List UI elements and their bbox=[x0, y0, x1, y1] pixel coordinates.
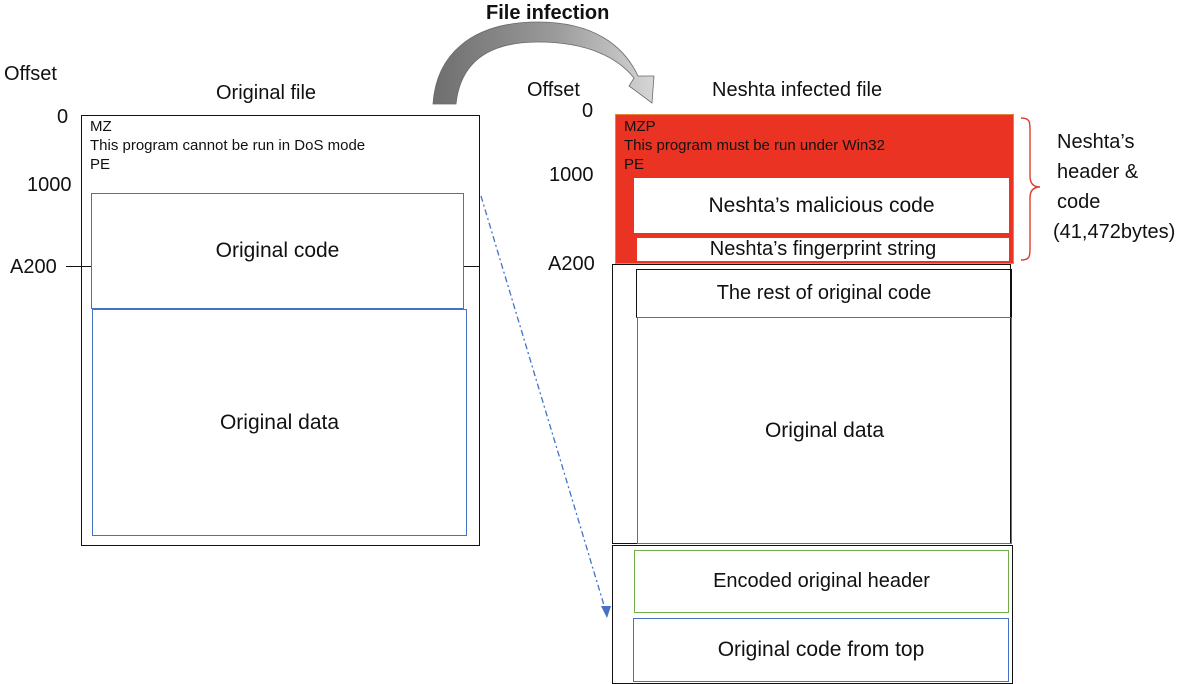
diagram-title: File infection bbox=[486, 2, 610, 24]
left-offset-a200: A200 bbox=[10, 256, 57, 278]
annotation-line-3: code bbox=[1057, 191, 1101, 213]
annotation-line-2: header & bbox=[1057, 161, 1139, 183]
original-header-line-pe: PE bbox=[90, 156, 111, 173]
neshta-fingerprint-label: Neshta’s fingerprint string bbox=[709, 238, 937, 260]
original-code-label: Original code bbox=[215, 239, 340, 262]
right-offset-a200: A200 bbox=[548, 253, 595, 275]
neshta-size-brace bbox=[1020, 117, 1041, 261]
original-code-from-top-section: Original code from top bbox=[633, 618, 1009, 682]
neshta-malicious-code-label: Neshta’s malicious code bbox=[708, 193, 935, 217]
original-header-line-mz: MZ bbox=[90, 118, 112, 135]
original-data-section: Original data bbox=[92, 309, 467, 536]
relocation-dash-line bbox=[480, 195, 607, 613]
neshta-header-line-mzp: MZP bbox=[624, 118, 656, 135]
annotation-line-4: (41,472bytes) bbox=[1053, 221, 1176, 243]
relocation-arrowhead bbox=[601, 606, 611, 618]
left-offset-1000: 1000 bbox=[27, 174, 72, 196]
annotation-line-1: Neshta’s bbox=[1057, 131, 1135, 153]
neshta-header-line-win32: This program must be run under Win32 bbox=[624, 137, 885, 154]
original-header-text: MZ This program cannot be run in DoS mod… bbox=[90, 117, 365, 174]
infection-arrow bbox=[432, 21, 655, 105]
neshta-fingerprint-section: Neshta’s fingerprint string bbox=[637, 238, 1009, 261]
rest-of-original-code-section: The rest of original code bbox=[636, 269, 1012, 318]
original-data-label: Original data bbox=[219, 410, 340, 434]
right-offset-label: Offset bbox=[527, 79, 580, 101]
encoded-original-header-label: Encoded original header bbox=[713, 570, 930, 592]
original-code-from-top-label: Original code from top bbox=[717, 638, 925, 661]
left-offset-label: Offset bbox=[4, 63, 57, 85]
right-offset-1000: 1000 bbox=[549, 164, 594, 186]
original-header-line-dos: This program cannot be run in DoS mode bbox=[90, 137, 366, 154]
right-offset-0: 0 bbox=[582, 100, 594, 122]
rest-of-original-code-label: The rest of original code bbox=[716, 282, 932, 304]
right-file-title: Neshta infected file bbox=[712, 79, 883, 101]
neshta-header-line-pe: PE bbox=[624, 156, 645, 173]
original-code-section: Original code bbox=[91, 193, 464, 309]
infected-original-data-label: Original data bbox=[764, 418, 885, 442]
neshta-header-text: MZP This program must be run under Win32… bbox=[624, 117, 885, 174]
left-file-title: Original file bbox=[216, 82, 317, 104]
left-offset-0: 0 bbox=[57, 106, 69, 128]
original-file-box bbox=[81, 115, 480, 546]
neshta-size-annotation: Neshta’s header & code (41,472bytes) bbox=[1053, 127, 1175, 247]
infected-original-data-section: Original data bbox=[637, 318, 1012, 544]
encoded-original-header-section: Encoded original header bbox=[634, 550, 1009, 613]
neshta-malicious-code-section: Neshta’s malicious code bbox=[634, 178, 1009, 233]
